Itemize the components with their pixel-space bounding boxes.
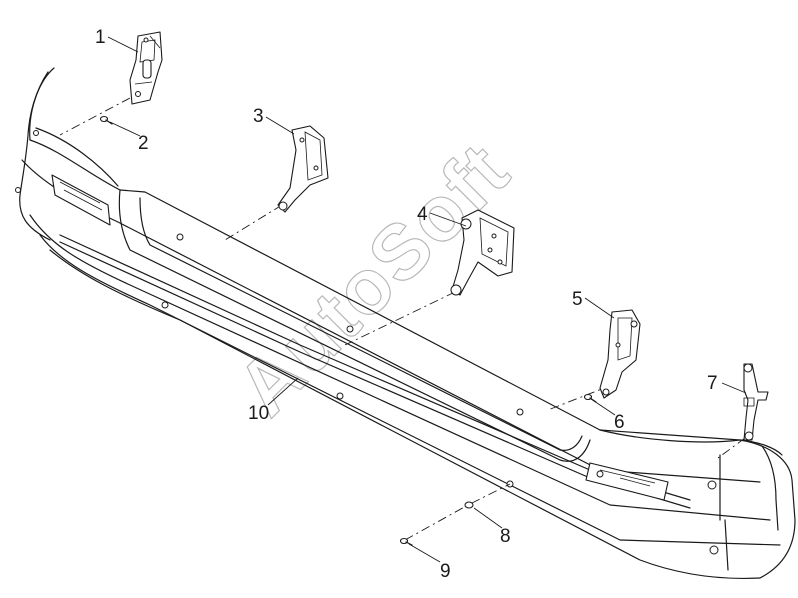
bumper-body (15, 67, 796, 580)
callout-10: 10 (248, 403, 269, 424)
callout-1: 1 (95, 27, 106, 48)
leader-lines (107, 36, 747, 563)
part-5-bracket (599, 309, 641, 399)
part-8-clip (464, 501, 474, 509)
part-4-bracket (450, 209, 515, 296)
callout-2: 2 (138, 133, 149, 154)
callout-8: 8 (500, 526, 511, 547)
assembly-lines (59, 97, 746, 541)
part-1-bracket (129, 31, 163, 105)
callout-3: 3 (253, 106, 264, 127)
part-2-screw (99, 115, 113, 125)
part-7-stay-bar (743, 363, 769, 441)
part-3-bracket (277, 125, 329, 213)
callout-6: 6 (614, 412, 625, 433)
callout-4: 4 (417, 204, 428, 225)
part-9-screw (399, 537, 413, 546)
watermark: AutoSoft (219, 125, 527, 433)
callout-9: 9 (440, 561, 451, 582)
callout-5: 5 (572, 289, 583, 310)
callout-7: 7 (707, 373, 718, 394)
callouts: 1 2 3 4 5 6 7 8 9 10 (95, 27, 718, 582)
watermark-text: AutoSoft (220, 126, 526, 432)
